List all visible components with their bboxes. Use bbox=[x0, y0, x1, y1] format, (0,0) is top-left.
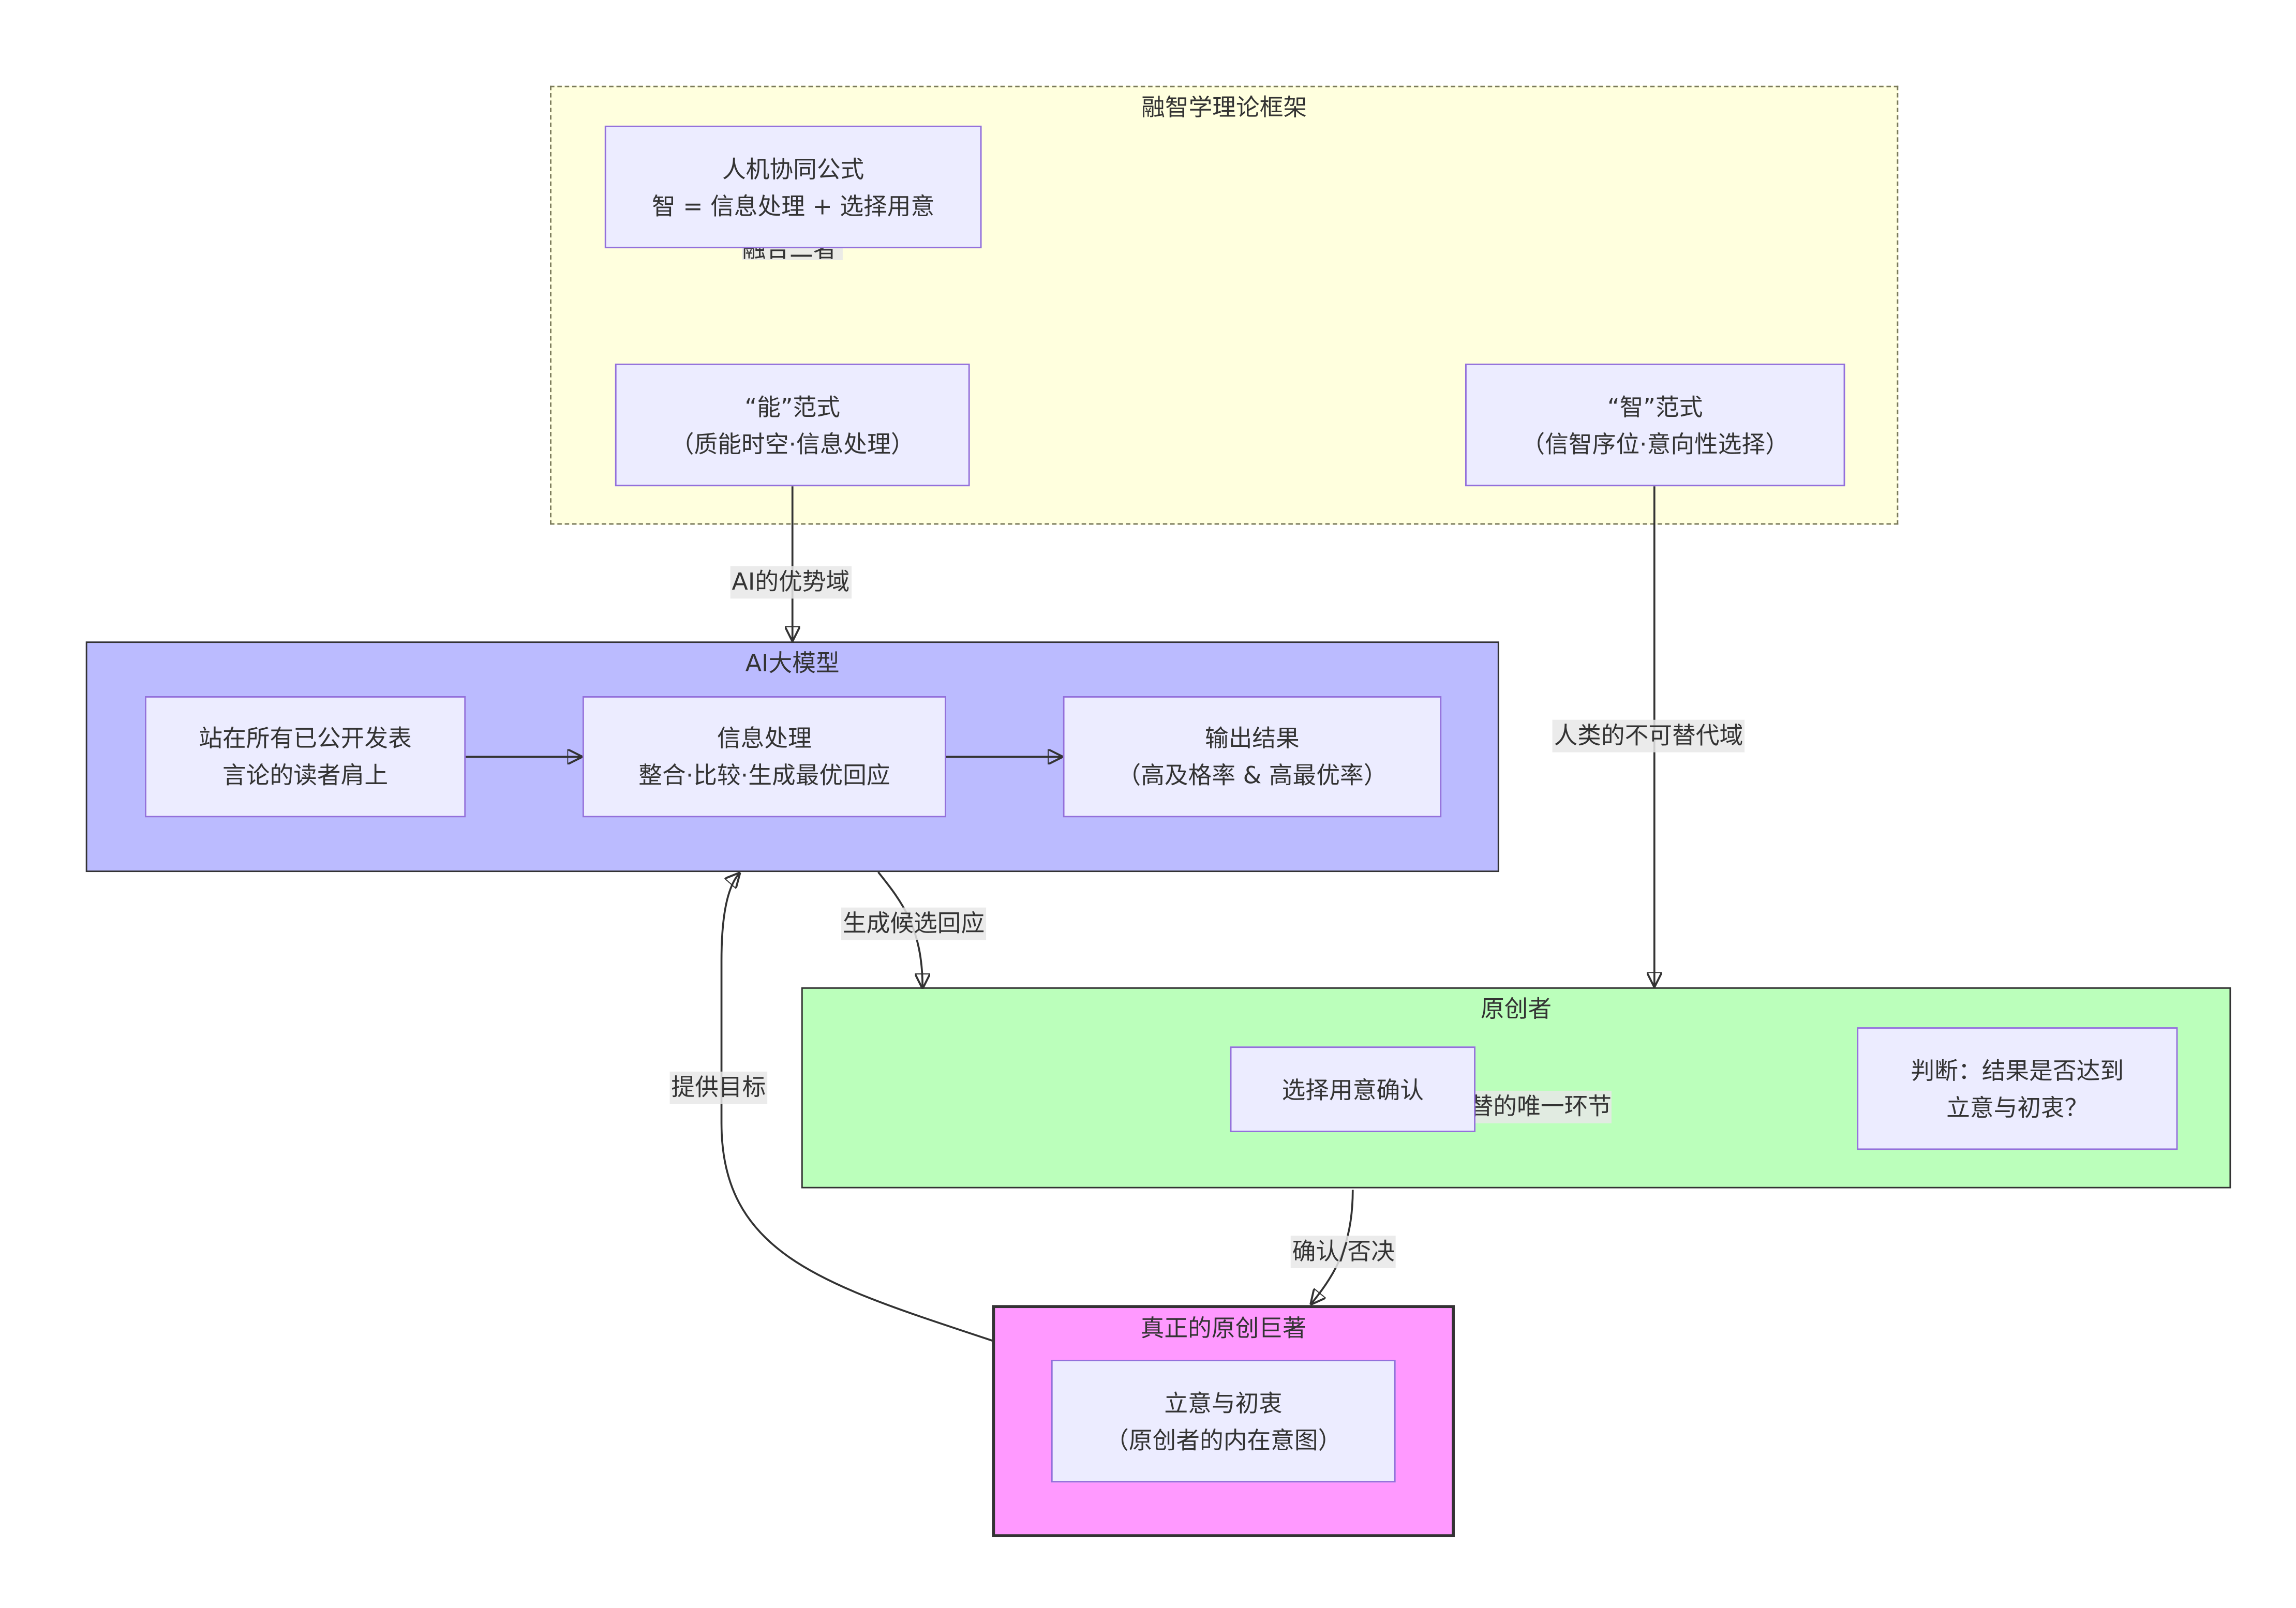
zhi-paradigm-node: “智”范式 （信智序位·意向性选择） bbox=[1465, 363, 1845, 487]
intent-node: 立意与初衷 （原创者的内在意图） bbox=[1051, 1360, 1396, 1483]
cluster-creator-title: 原创者 bbox=[1480, 995, 1552, 1023]
choice-confirm-label: 选择用意确认 bbox=[1281, 1075, 1424, 1104]
shoulders-node: 站在所有已公开发表 言论的读者肩上 bbox=[145, 696, 466, 818]
neng-line1: “能”范式 bbox=[744, 392, 841, 421]
intent-line2: （原创者的内在意图） bbox=[1105, 1425, 1342, 1454]
output-node: 输出结果 （高及格率 & 高最优率） bbox=[1063, 696, 1442, 818]
processing-node: 信息处理 整合·比较·生成最优回应 bbox=[582, 696, 946, 818]
cluster-framework-title: 融智学理论框架 bbox=[1141, 93, 1307, 122]
edge-work-to-ai bbox=[720, 874, 993, 1342]
edge-label-human-domain: 人类的不可替代域 bbox=[1552, 719, 1745, 753]
edge-label-provide-goal: 提供目标 bbox=[669, 1071, 768, 1104]
judgement-line2: 立意与初衷？ bbox=[1946, 1093, 2089, 1121]
zhi-line1: “智”范式 bbox=[1607, 392, 1703, 421]
edge-label-irreplaceable-step: 代替的唯一环节 bbox=[1465, 1090, 1612, 1123]
edge-label-ai-domain: AI的优势域 bbox=[730, 566, 852, 599]
shoulders-line2: 言论的读者肩上 bbox=[222, 761, 389, 790]
processing-line2: 整合·比较·生成最优回应 bbox=[638, 761, 890, 790]
formula-line2: 智 = 信息处理 + 选择用意 bbox=[651, 191, 935, 220]
shoulders-line1: 站在所有已公开发表 bbox=[199, 724, 412, 753]
edge-label-confirm-reject: 确认/否决 bbox=[1290, 1236, 1396, 1268]
intent-line1: 立意与初衷 bbox=[1164, 1388, 1283, 1417]
neng-line2: （质能时空·信息处理） bbox=[670, 429, 915, 458]
neng-paradigm-node: “能”范式 （质能时空·信息处理） bbox=[615, 363, 970, 487]
choice-confirm-node: 选择用意确认 bbox=[1230, 1046, 1475, 1132]
cluster-original-work-title: 真正的原创巨著 bbox=[1140, 1314, 1306, 1342]
formula-line1: 人机协同公式 bbox=[722, 154, 864, 183]
judgement-line1: 判断：结果是否达到 bbox=[1911, 1056, 2124, 1085]
cluster-ai-model-title: AI大模型 bbox=[745, 649, 840, 677]
output-line1: 输出结果 bbox=[1204, 724, 1300, 753]
edge-label-generate-candidates: 生成候选回应 bbox=[841, 907, 987, 940]
judgement-node: 判断：结果是否达到 立意与初衷？ bbox=[1857, 1027, 2178, 1150]
output-line2: （高及格率 & 高最优率） bbox=[1117, 761, 1388, 790]
zhi-line2: （信智序位·意向性选择） bbox=[1521, 429, 1789, 458]
formula-node: 人机协同公式 智 = 信息处理 + 选择用意 bbox=[604, 125, 982, 249]
processing-line1: 信息处理 bbox=[717, 724, 812, 753]
